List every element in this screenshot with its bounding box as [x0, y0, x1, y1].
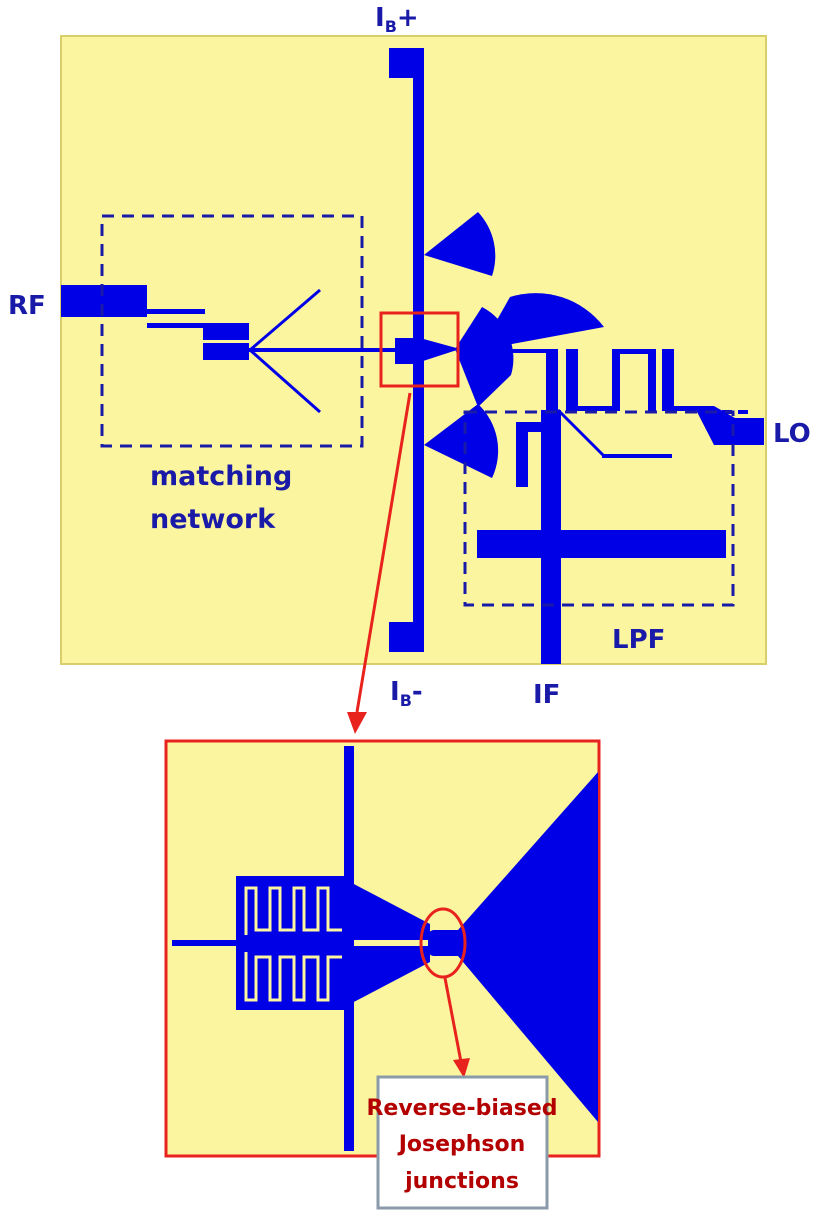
- label-matching: matching: [150, 461, 292, 492]
- bias-pad-top: [389, 48, 422, 78]
- callout-line-2: Josephson: [397, 1132, 526, 1157]
- if-diagonal-line: [556, 408, 606, 458]
- if-hook-top: [516, 422, 550, 432]
- fan-stub-upper-right: [480, 293, 604, 350]
- junction-taper: [420, 338, 460, 362]
- callout-line-1: Reverse-biased: [366, 1096, 557, 1121]
- label-ib-minus: IB-: [390, 677, 423, 710]
- zoom-feed-line: [172, 940, 242, 946]
- rf-port-pad: [61, 285, 147, 317]
- matching-block-a: [203, 323, 249, 340]
- finger-slots-upper: [244, 886, 342, 935]
- lo-filter-stub-2: [566, 349, 578, 411]
- matching-line-1: [147, 309, 205, 314]
- feed-line: [248, 348, 398, 352]
- junction-gap-upper: [350, 936, 430, 940]
- zoom-arrow-line: [355, 392, 412, 713]
- lo-filter-stub-3: [612, 349, 620, 411]
- junction-gap-lower: [350, 946, 430, 950]
- lpf-crossbar: [477, 530, 726, 558]
- lo-filter-bridge-2: [674, 406, 696, 411]
- junction-block: [395, 338, 420, 364]
- lower-electrode: [350, 950, 430, 1004]
- callout-line-3: junctions: [404, 1169, 519, 1194]
- lo-line-main: [500, 349, 550, 353]
- chip-metal-layer: [61, 48, 764, 664]
- lo-dash-3: [738, 410, 748, 414]
- label-if: IF: [533, 680, 560, 710]
- lo-port-pad: [714, 418, 764, 445]
- lo-filter-stub-4: [648, 349, 656, 411]
- junction-highlight-ellipse: [419, 907, 467, 979]
- radial-stub-lower: [249, 348, 321, 414]
- zoom-arrow-head: [347, 712, 367, 734]
- label-lpf: LPF: [612, 625, 665, 655]
- bias-pad-bottom: [389, 622, 422, 652]
- junction-highlight-box: [379, 311, 460, 388]
- matching-block-b: [203, 343, 249, 360]
- upper-electrode: [350, 882, 430, 938]
- callout-box: [376, 1075, 549, 1210]
- radial-stub-upper: [249, 288, 321, 352]
- lpf-box: [463, 410, 735, 607]
- lo-filter-top-1: [612, 349, 654, 354]
- label-ib-plus: IB+: [375, 3, 419, 36]
- label-network: network: [150, 504, 276, 535]
- fan-stub-upper-left: [424, 212, 496, 276]
- if-hook-vert: [516, 425, 528, 487]
- matching-network-box: [100, 214, 364, 448]
- lo-filter-stub-5: [662, 349, 674, 411]
- right-fan-electrode: [458, 772, 598, 1122]
- label-lo: LO: [773, 419, 811, 449]
- callout-arrow-head: [453, 1058, 470, 1078]
- callout-arrow-line: [443, 977, 463, 1063]
- fan-stub-lower-left: [424, 404, 499, 478]
- capacitor-fingers: [244, 886, 342, 1002]
- junction-neck: [428, 930, 464, 956]
- label-rf: RF: [8, 291, 46, 321]
- lo-filter-bridge-1: [578, 406, 614, 411]
- if-horizontal-line: [602, 454, 672, 458]
- matching-line-2: [147, 323, 205, 328]
- lo-filter-stub-1: [546, 349, 558, 411]
- finger-slots-lower: [244, 952, 342, 1002]
